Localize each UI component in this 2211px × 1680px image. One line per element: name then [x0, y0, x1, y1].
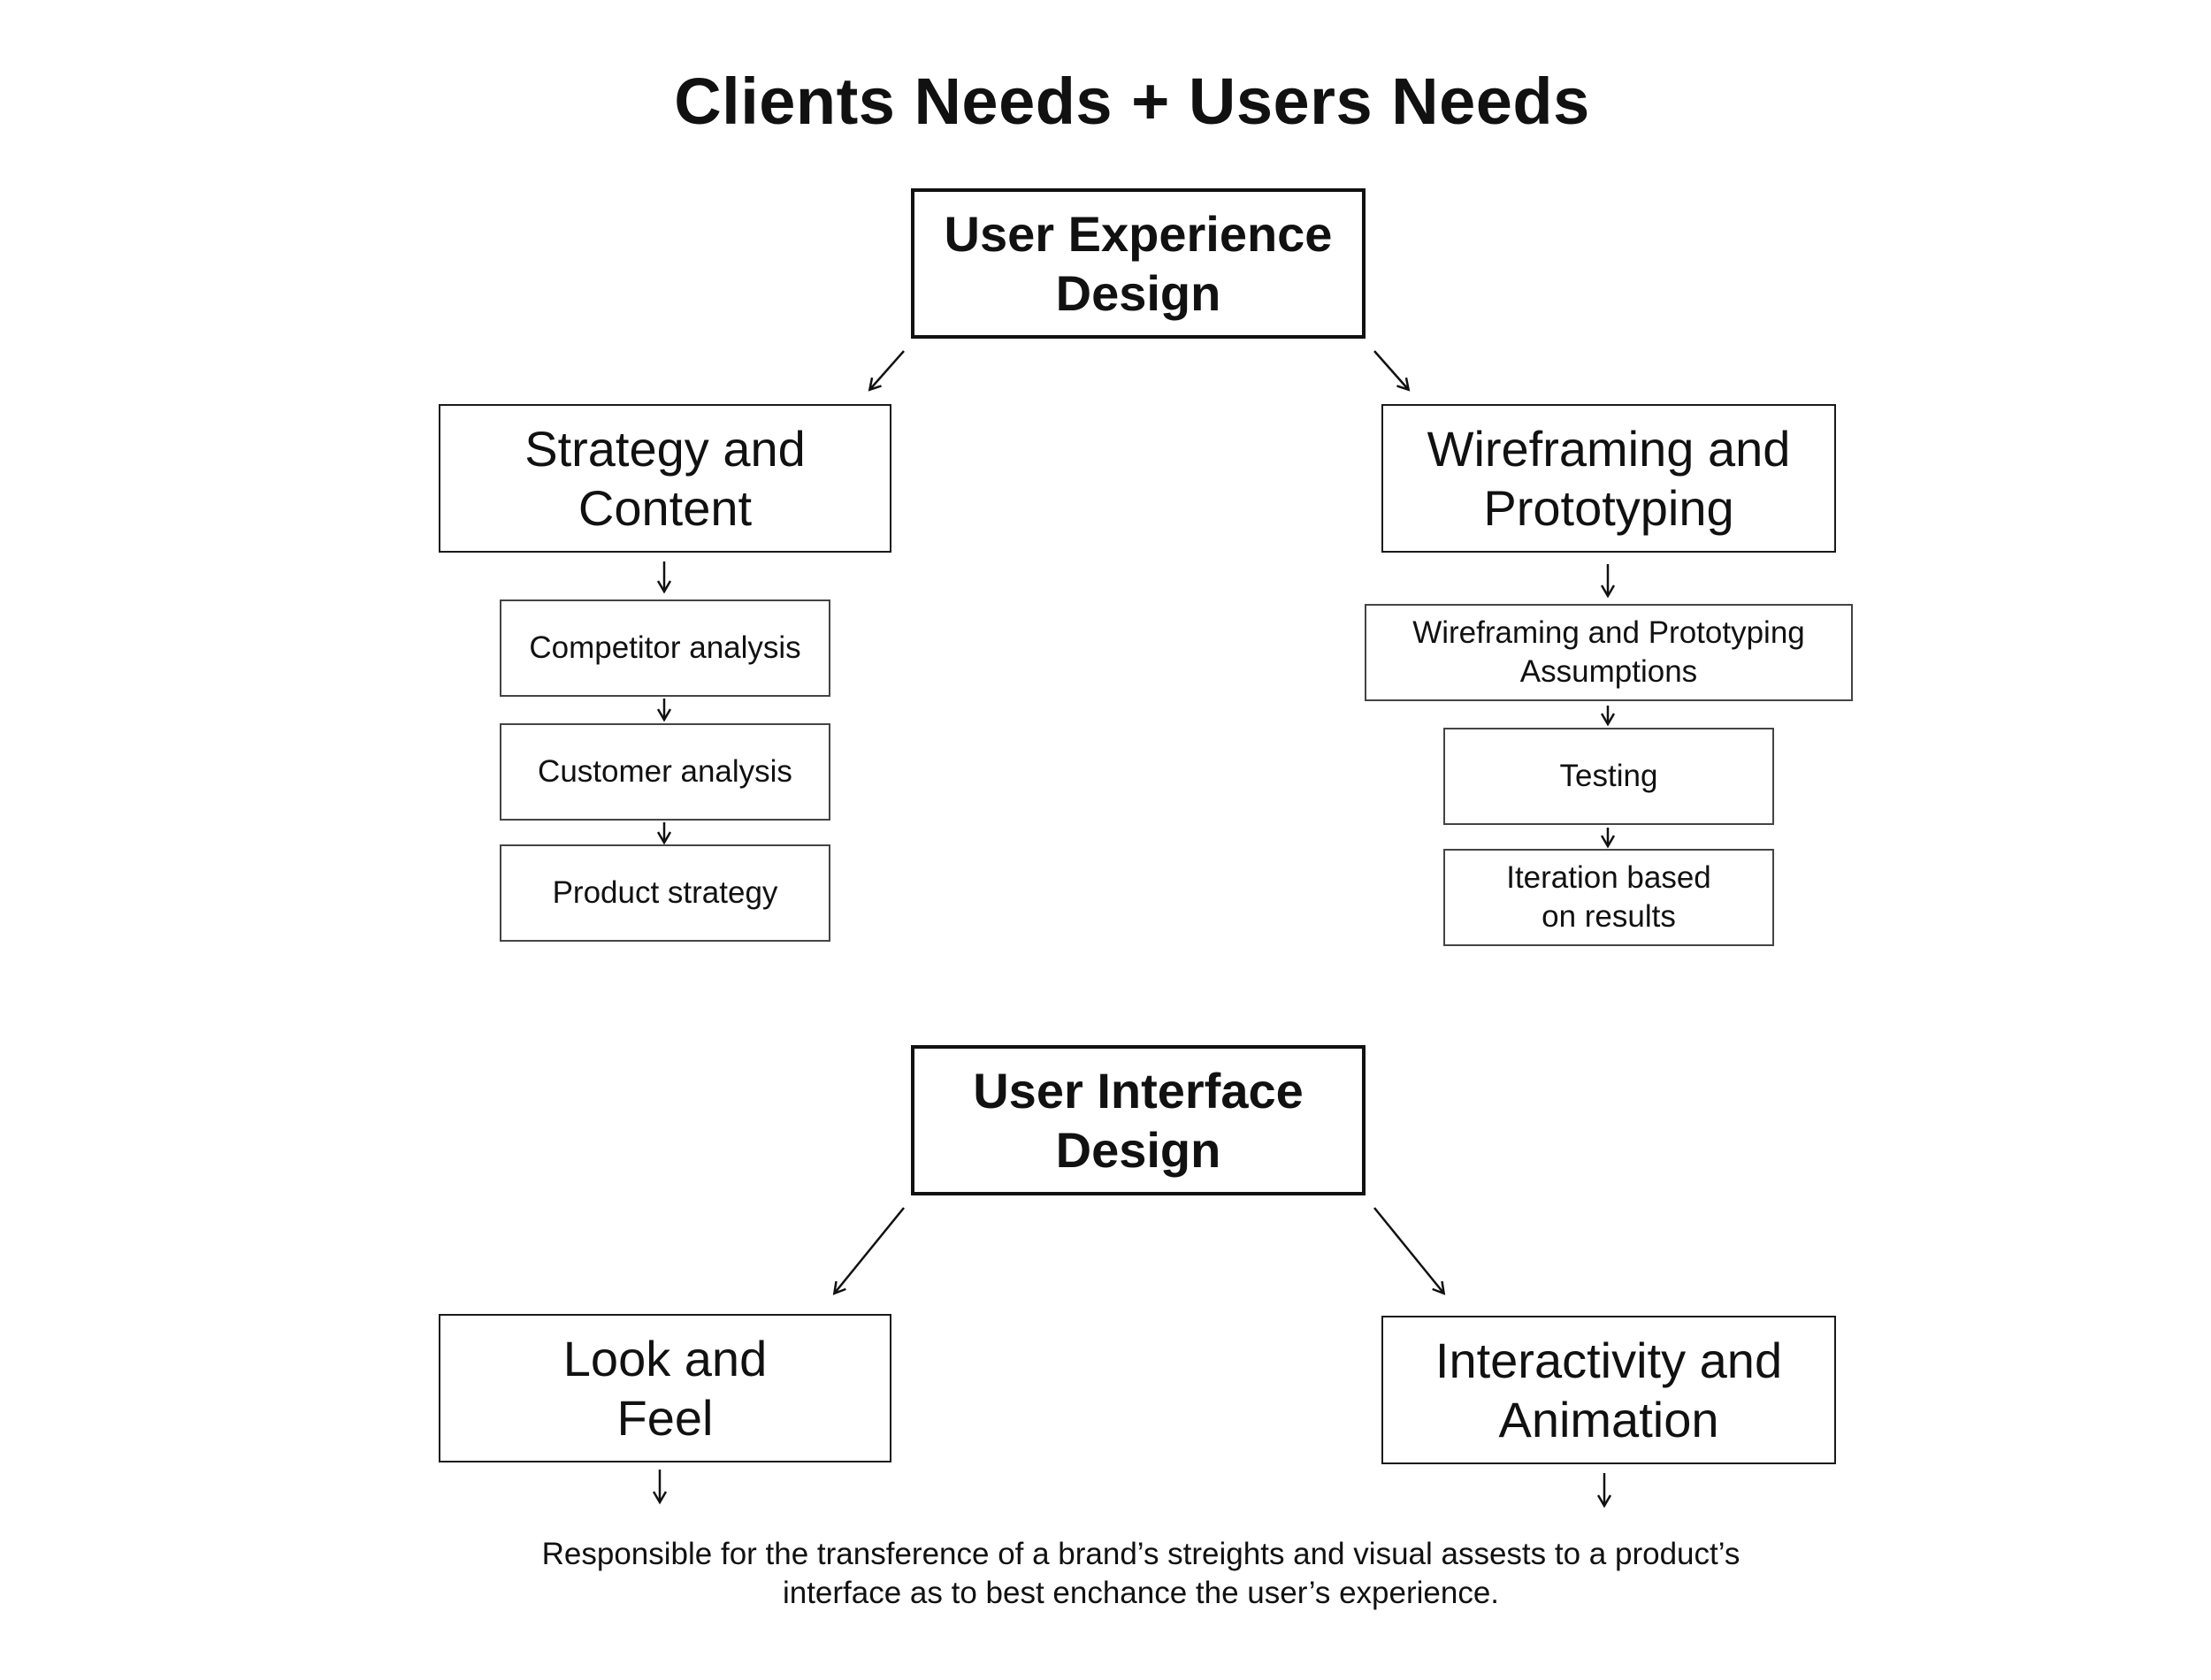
iteration-label: Iteration based on results	[1506, 860, 1711, 934]
customer-analysis-label: Customer analysis	[538, 754, 792, 789]
testing-label: Testing	[1559, 759, 1658, 793]
assumptions-label: Wireframing and Prototyping Assumptions	[1412, 615, 1805, 689]
wireframing-prototyping-node: Wireframing and Prototyping	[1381, 404, 1836, 553]
ux-design-node: User Experience Design	[911, 188, 1366, 339]
testing-node: Testing	[1443, 728, 1774, 825]
ui-description: Responsible for the transference of a br…	[541, 1537, 1740, 1610]
customer-analysis-node: Customer analysis	[500, 723, 830, 821]
arrow-ux-to-wireframing	[1373, 350, 1408, 389]
interactivity-animation-label: Interactivity and Animation	[1434, 1333, 1783, 1447]
interactivity-animation-node: Interactivity and Animation	[1381, 1316, 1836, 1464]
competitor-analysis-node: Competitor analysis	[500, 599, 830, 697]
ui-design-label: User Interface Design	[973, 1063, 1304, 1178]
ux-design-label: User Experience Design	[944, 206, 1333, 321]
assumptions-node: Wireframing and Prototyping Assumptions	[1365, 604, 1853, 701]
strategy-content-label: Strategy and Content	[524, 421, 806, 536]
arrow-ui-to-look-feel	[835, 1207, 905, 1293]
ui-design-node: User Interface Design	[911, 1045, 1366, 1195]
wireframing-prototyping-label: Wireframing and Prototyping	[1427, 421, 1791, 536]
look-feel-node: Look and Feel	[439, 1314, 891, 1462]
arrow-ux-to-strategy	[870, 350, 905, 389]
competitor-analysis-label: Competitor analysis	[529, 630, 801, 665]
arrow-ui-to-interactivity	[1373, 1207, 1443, 1293]
iteration-node: Iteration based on results	[1443, 849, 1774, 946]
diagram-title: Clients Needs + Users Needs	[674, 65, 1590, 138]
look-feel-label: Look and Feel	[562, 1331, 768, 1446]
product-strategy-label: Product strategy	[552, 875, 778, 910]
product-strategy-node: Product strategy	[500, 844, 830, 942]
strategy-content-node: Strategy and Content	[439, 404, 891, 553]
